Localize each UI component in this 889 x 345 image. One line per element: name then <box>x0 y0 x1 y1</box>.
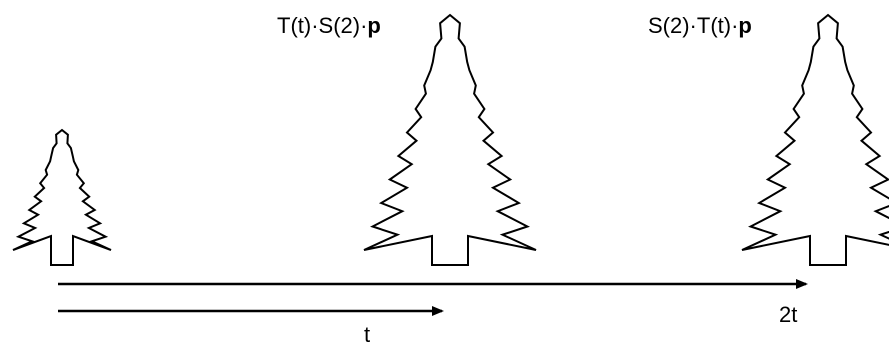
small-tree-icon <box>12 128 112 266</box>
tree-label-translate-then-scale: T(t)·S(2)·p <box>277 13 381 38</box>
tree-label-scale-then-translate: S(2)·T(t)·p <box>648 13 752 38</box>
arrow-t-label: t <box>364 322 370 345</box>
translated-scaled-tree-icon <box>741 13 889 266</box>
arrow-2t-label: 2t <box>779 302 797 327</box>
scaled-translated-tree-icon <box>363 13 537 266</box>
